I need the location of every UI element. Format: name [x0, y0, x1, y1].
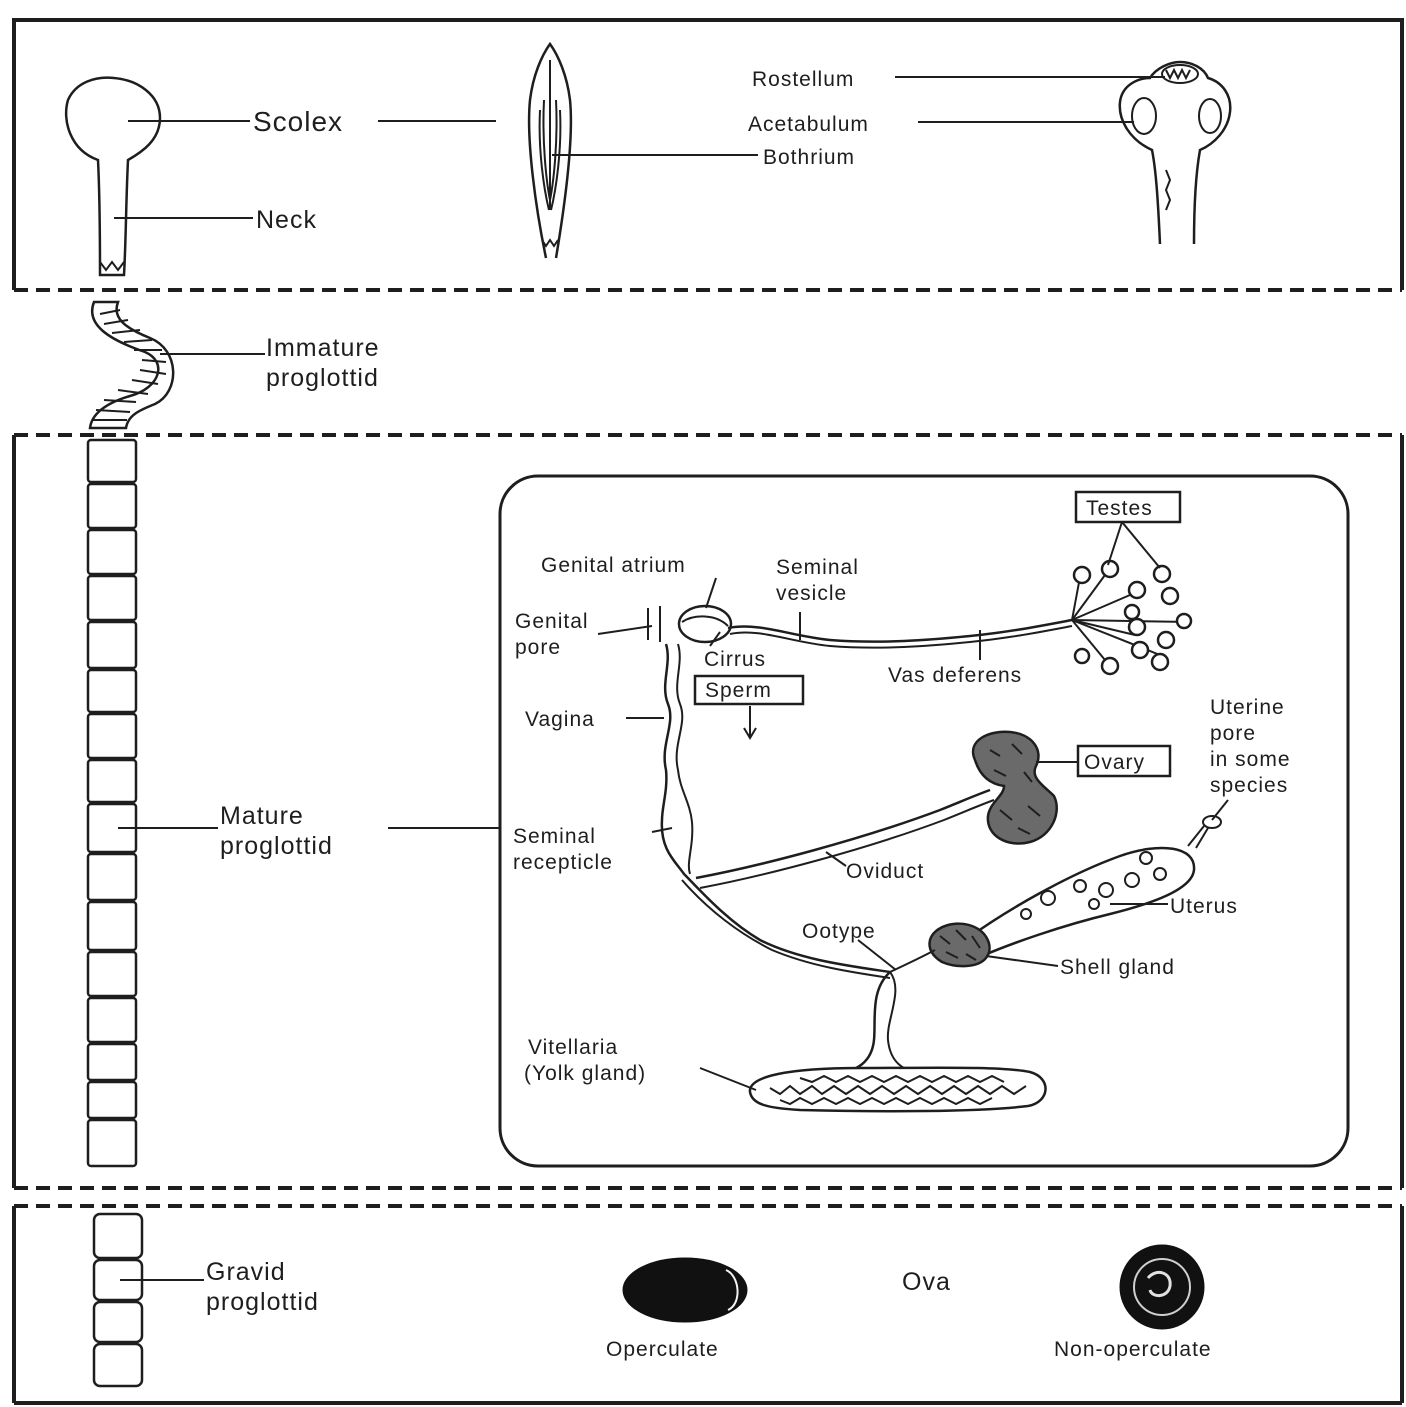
non-operculate-label: Non-operculate	[1054, 1338, 1212, 1361]
immature-label-line2: proglottid	[266, 364, 379, 392]
gravid-strobila	[94, 1214, 142, 1386]
uterine-pore-label-line1: Uterine	[1210, 696, 1285, 719]
ootype-label: Ootype	[802, 920, 876, 943]
seminal-vesicle-label-line2: vesicle	[776, 582, 847, 605]
rostellum-label: Rostellum	[752, 68, 854, 91]
immature-strobila	[90, 302, 173, 428]
uterine-pore-label-line3: in some	[1210, 748, 1291, 771]
non-operculate-egg	[1120, 1245, 1204, 1329]
shell-gland-label: Shell gland	[1060, 956, 1175, 979]
vitellaria-label-line2: (Yolk gland)	[524, 1062, 646, 1085]
seminal-vesicle-label-line1: Seminal	[776, 556, 859, 579]
ovary-label: Ovary	[1084, 751, 1145, 774]
testes-label: Testes	[1086, 497, 1153, 520]
vagina-label: Vagina	[525, 708, 595, 731]
gravid-label-line1: Gravid	[206, 1258, 286, 1286]
immature-label-line1: Immature	[266, 334, 380, 362]
bothrium-scolex-drawing	[529, 44, 571, 258]
cirrus-label: Cirrus	[704, 648, 766, 671]
genital-pore-label-line2: pore	[515, 636, 561, 659]
vitellaria	[750, 1068, 1046, 1112]
scolex-drawing	[66, 78, 160, 275]
mature-strobila	[88, 440, 136, 1166]
sperm-label: Sperm	[705, 679, 772, 702]
vitellaria-label-line1: Vitellaria	[528, 1036, 618, 1059]
neck-label: Neck	[256, 206, 317, 234]
shell-gland	[930, 924, 990, 966]
genital-pore-label-line1: Genital	[515, 610, 589, 633]
uterine-pore-label-line2: pore	[1210, 722, 1256, 745]
armed-scolex-drawing	[1120, 62, 1230, 244]
mature-label-line2: proglottid	[220, 832, 333, 860]
oviduct-label: Oviduct	[846, 860, 924, 883]
acetabulum-label: Acetabulum	[748, 113, 869, 136]
operculate-egg	[623, 1258, 747, 1322]
seminal-receptacle-label-line2: recepticle	[513, 851, 613, 874]
vas-deferens-label: Vas deferens	[888, 664, 1022, 687]
genital-atrium-label: Genital atrium	[541, 554, 686, 577]
scolex-label: Scolex	[253, 106, 343, 137]
uterine-pore-label-line4: species	[1210, 774, 1288, 797]
gravid-label-line2: proglottid	[206, 1288, 319, 1316]
bothrium-label: Bothrium	[763, 146, 855, 169]
ova-label: Ova	[902, 1268, 951, 1296]
operculate-label: Operculate	[606, 1338, 719, 1361]
uterus-label: Uterus	[1170, 895, 1238, 918]
mature-label-line1: Mature	[220, 802, 304, 830]
seminal-receptacle-label-line1: Seminal	[513, 825, 596, 848]
